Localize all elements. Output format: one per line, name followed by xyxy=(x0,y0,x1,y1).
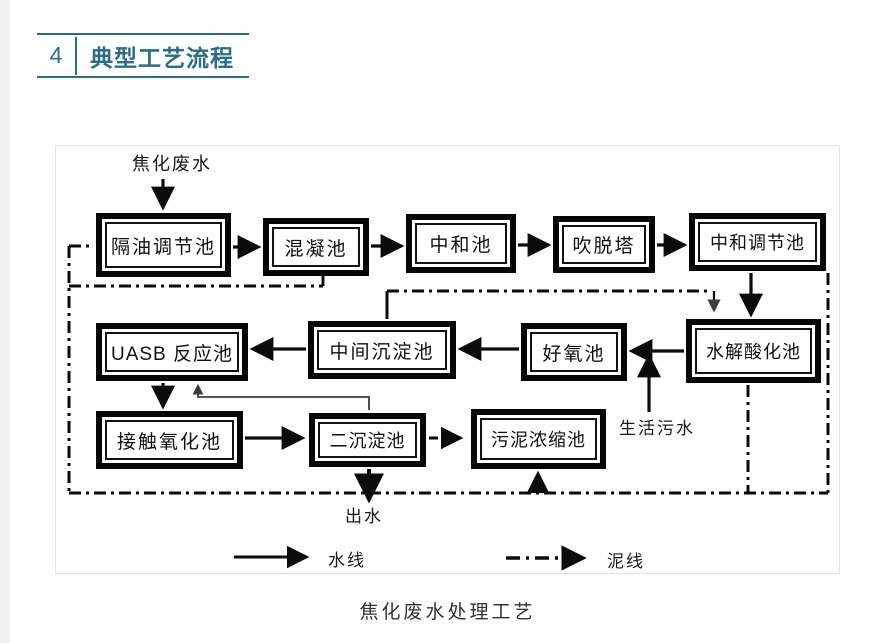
node-secondary-sedimentation-tank: 二沉淀池 xyxy=(309,413,426,467)
node-label: 二沉淀池 xyxy=(318,422,417,458)
node-label: 吹脱塔 xyxy=(562,225,646,264)
node-oil-separation-regulating-tank: 隔油调节池 xyxy=(96,213,231,277)
process-flow-diagram: 隔油调节池 混凝池 中和池 吹脱塔 中和调节池 UASB 反应池 中间沉淀池 好… xyxy=(55,145,840,574)
section-header: 4 典型工艺流程 xyxy=(37,33,249,78)
header-divider xyxy=(75,36,77,75)
node-label: 中间沉淀池 xyxy=(317,330,447,370)
node-aerobic-tank: 好氧池 xyxy=(521,323,627,381)
node-hydrolysis-acidification-tank: 水解酸化池 xyxy=(686,319,821,383)
node-neutralization-tank: 中和池 xyxy=(406,214,516,273)
section-title: 典型工艺流程 xyxy=(90,44,234,71)
header-top-rule xyxy=(37,33,249,35)
page-edge-strip xyxy=(0,0,10,643)
header-bottom-rule xyxy=(37,76,249,78)
legend-water-label: 水线 xyxy=(328,551,366,570)
node-contact-oxidation-tank: 接触氧化池 xyxy=(96,411,243,469)
node-uasb-reactor: UASB 反应池 xyxy=(96,323,248,381)
node-label: 好氧池 xyxy=(530,332,618,372)
recycle-line-secondary-to-uasb xyxy=(192,383,370,410)
node-label: 污泥浓缩池 xyxy=(480,418,597,460)
node-intermediate-sedimentation-tank: 中间沉淀池 xyxy=(308,321,456,379)
section-number: 4 xyxy=(49,42,63,68)
node-coagulation-tank: 混凝池 xyxy=(263,218,369,276)
node-label: 接触氧化池 xyxy=(105,420,234,460)
node-label: 中和调节池 xyxy=(698,222,817,262)
node-sludge-thickening-tank: 污泥浓缩池 xyxy=(471,409,606,469)
source-label: 焦化废水 xyxy=(132,154,212,174)
node-label: 隔油调节池 xyxy=(105,222,222,268)
effluent-label: 出水 xyxy=(345,507,383,526)
legend-sludge-label: 泥线 xyxy=(607,552,645,571)
node-label: UASB 反应池 xyxy=(105,332,239,372)
node-neutralization-regulating-tank: 中和调节池 xyxy=(689,213,826,271)
sludge-line-stubs xyxy=(321,276,721,319)
node-label: 混凝池 xyxy=(272,227,360,267)
flow-lines xyxy=(67,179,830,571)
sludge-lines xyxy=(67,244,830,495)
legend-arrows xyxy=(234,545,587,571)
domestic-sewage-label: 生活污水 xyxy=(619,419,695,438)
node-label: 水解酸化池 xyxy=(695,328,812,374)
node-label: 中和池 xyxy=(415,223,507,264)
figure-caption: 焦化废水处理工艺 xyxy=(359,602,536,623)
node-stripping-tower: 吹脱塔 xyxy=(553,216,655,273)
